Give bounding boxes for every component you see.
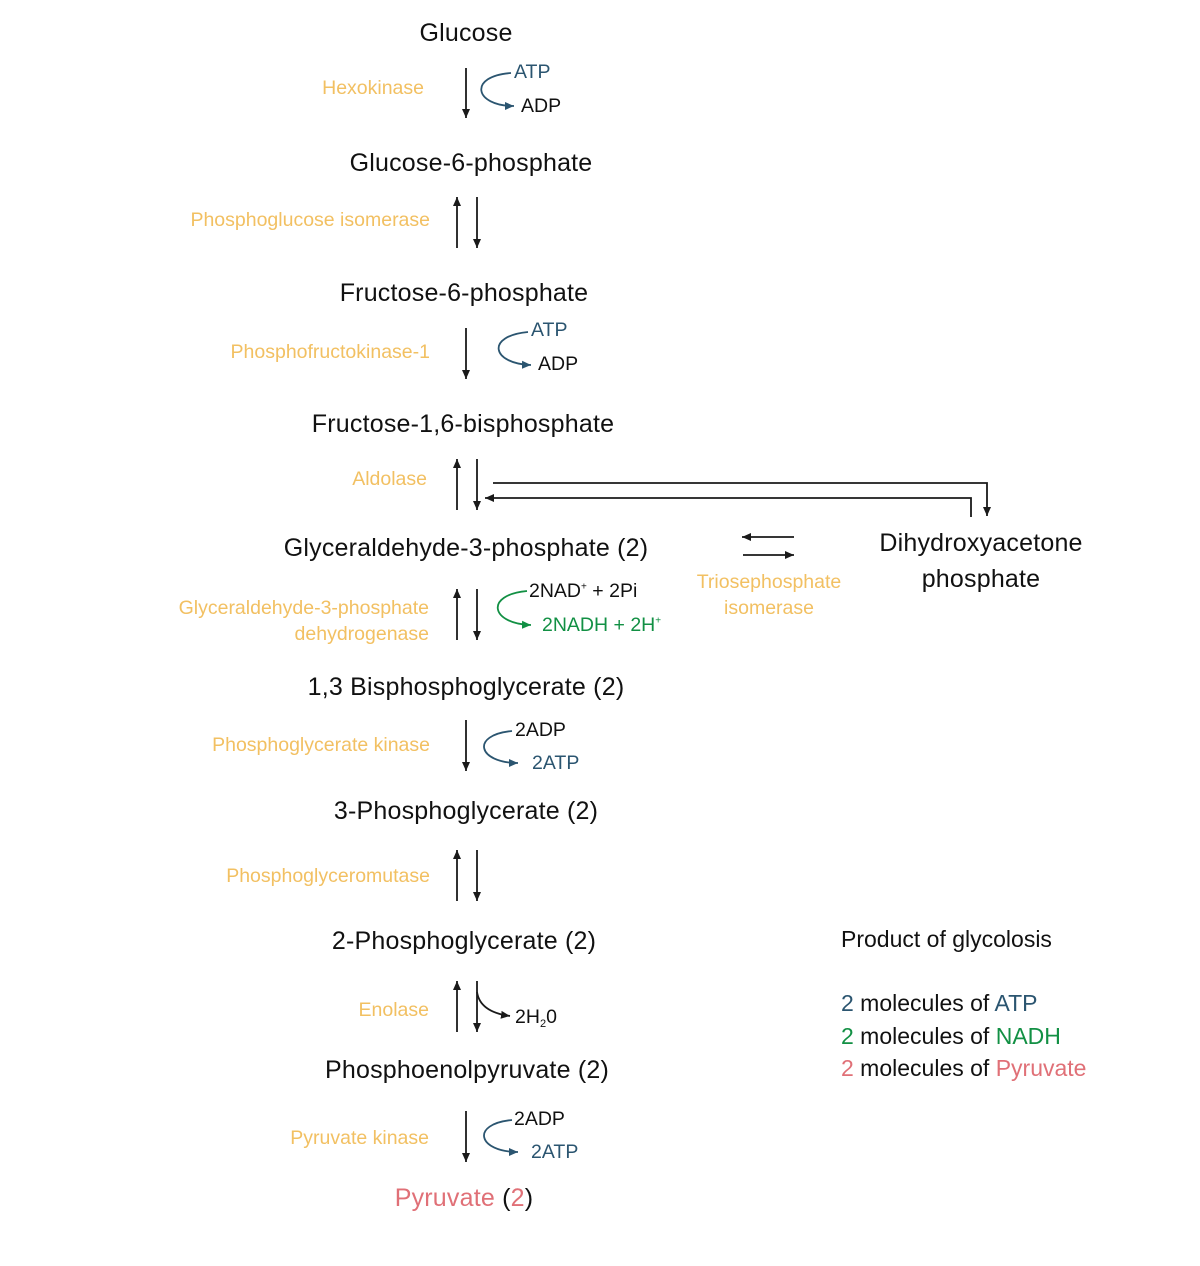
enzyme-glyceraldehyde-3-phosphate-dehydrogenase: Glyceraldehyde-3-phosphate dehydrogenase (179, 595, 429, 647)
molecule-glucose: Glucose (419, 19, 513, 47)
enzyme-triosephosphate-isomerase: Triosephosphate isomerase (697, 569, 842, 621)
molecule-phosphoenolpyruvate: Phosphoenolpyruvate (2) (325, 1056, 609, 1084)
tpi-line-2: isomerase (724, 597, 814, 619)
curl-pk (483, 1119, 519, 1156)
cofactor-pfk1-atp: ATP (531, 319, 568, 341)
pyruvate-open-paren: ( (494, 1184, 511, 1212)
legend-row-nadh: 2 molecules of NADH (841, 1023, 1061, 1050)
pyruvate-count: 2 (510, 1184, 525, 1212)
nad-charge: + (581, 581, 587, 593)
cofactor-pfk1-adp: ADP (538, 353, 579, 375)
dhap-line-2: phosphate (921, 565, 1041, 593)
arrow-water-release (476, 991, 511, 1019)
nad-label: 2NAD (529, 580, 582, 602)
dhap-line-1: Dihydroxyacetone (879, 529, 1083, 557)
legend-title: Product of glycolosis (841, 926, 1052, 952)
cofactor-gapdh-input: 2NAD+ + 2Pi (529, 580, 637, 603)
enzyme-enolase: Enolase (358, 999, 429, 1021)
enzyme-hexokinase: Hexokinase (322, 77, 424, 99)
gapdh-line-2: dehydrogenase (294, 623, 429, 645)
curl-pfk1 (497, 331, 532, 369)
molecule-2-phosphoglycerate: 2-Phosphoglycerate (2) (331, 927, 597, 955)
curl-pgk (483, 730, 519, 767)
cofactor-pk-adp: 2ADP (514, 1108, 565, 1130)
enzyme-phosphoglycerate-kinase: Phosphoglycerate kinase (212, 734, 430, 756)
molecule-fructose-6-phosphate: Fructose-6-phosphate (339, 279, 589, 307)
cofactor-pgk-adp: 2ADP (515, 719, 566, 741)
arrow-dhap-to-g3p (485, 494, 972, 517)
water-subscript: 2 (539, 1018, 547, 1030)
arrow-aldolase-to-dhap (493, 482, 991, 516)
molecule-dihydroxyacetone-phosphate: Dihydroxyacetone phosphate (879, 525, 1082, 597)
enzyme-phosphoglucose-isomerase: Phosphoglucose isomerase (190, 209, 430, 231)
molecule-glyceraldehyde-3-phosphate: Glyceraldehyde-3-phosphate (2) (283, 534, 649, 562)
pyruvate-close-paren: ) (524, 1184, 534, 1212)
cofactor-pk-atp: 2ATP (531, 1141, 579, 1163)
legend-pyruvate-text: molecules of (853, 1055, 996, 1081)
molecule-fructose-1-6-bisphosphate: Fructose-1,6-bisphosphate (311, 410, 615, 438)
enzyme-phosphoglyceromutase: Phosphoglyceromutase (226, 865, 430, 887)
pi-label: + 2Pi (586, 580, 638, 602)
cofactor-enolase-water: 2H20 (515, 1006, 557, 1030)
enzyme-aldolase: Aldolase (352, 468, 427, 490)
curl-gapdh (496, 590, 532, 629)
cofactor-hexokinase-adp: ADP (521, 95, 562, 117)
legend-pyruvate-count: 2 (841, 1055, 854, 1081)
legend-atp-count: 2 (841, 990, 854, 1016)
legend-nadh-product: NADH (995, 1023, 1061, 1049)
enzyme-phosphofructokinase-1: Phosphofructokinase-1 (230, 341, 430, 363)
cofactor-hexokinase-atp: ATP (514, 61, 551, 83)
legend-pyruvate-product: Pyruvate (995, 1055, 1087, 1081)
water-h: 2H (515, 1006, 540, 1028)
legend-nadh-text: molecules of (853, 1023, 996, 1049)
nadh-label: 2NADH + 2H (542, 614, 656, 636)
cofactor-pgk-atp: 2ATP (532, 752, 580, 774)
molecule-pyruvate: Pyruvate (2) (395, 1184, 534, 1213)
molecule-3-phosphoglycerate: 3-Phosphoglycerate (2) (333, 797, 599, 825)
pyruvate-name: Pyruvate (394, 1184, 495, 1212)
enzyme-pyruvate-kinase: Pyruvate kinase (290, 1127, 429, 1149)
legend-row-pyruvate: 2 molecules of Pyruvate (841, 1055, 1086, 1082)
legend-row-atp: 2 molecules of ATP (841, 990, 1037, 1017)
legend-atp-text: molecules of (853, 990, 995, 1016)
molecule-1-3-bisphosphoglycerate: 1,3 Bisphosphoglycerate (2) (307, 673, 625, 701)
water-o: 0 (546, 1006, 557, 1028)
legend-atp-product: ATP (994, 990, 1038, 1016)
tpi-line-1: Triosephosphate (696, 571, 842, 593)
curl-hexokinase (480, 72, 515, 110)
gapdh-line-1: Glyceraldehyde-3-phosphate (178, 597, 429, 619)
legend-nadh-count: 2 (841, 1023, 854, 1049)
cofactor-gapdh-output: 2NADH + 2H+ (542, 614, 661, 637)
proton-charge: + (655, 615, 662, 627)
molecule-glucose-6-phosphate: Glucose-6-phosphate (349, 149, 593, 177)
